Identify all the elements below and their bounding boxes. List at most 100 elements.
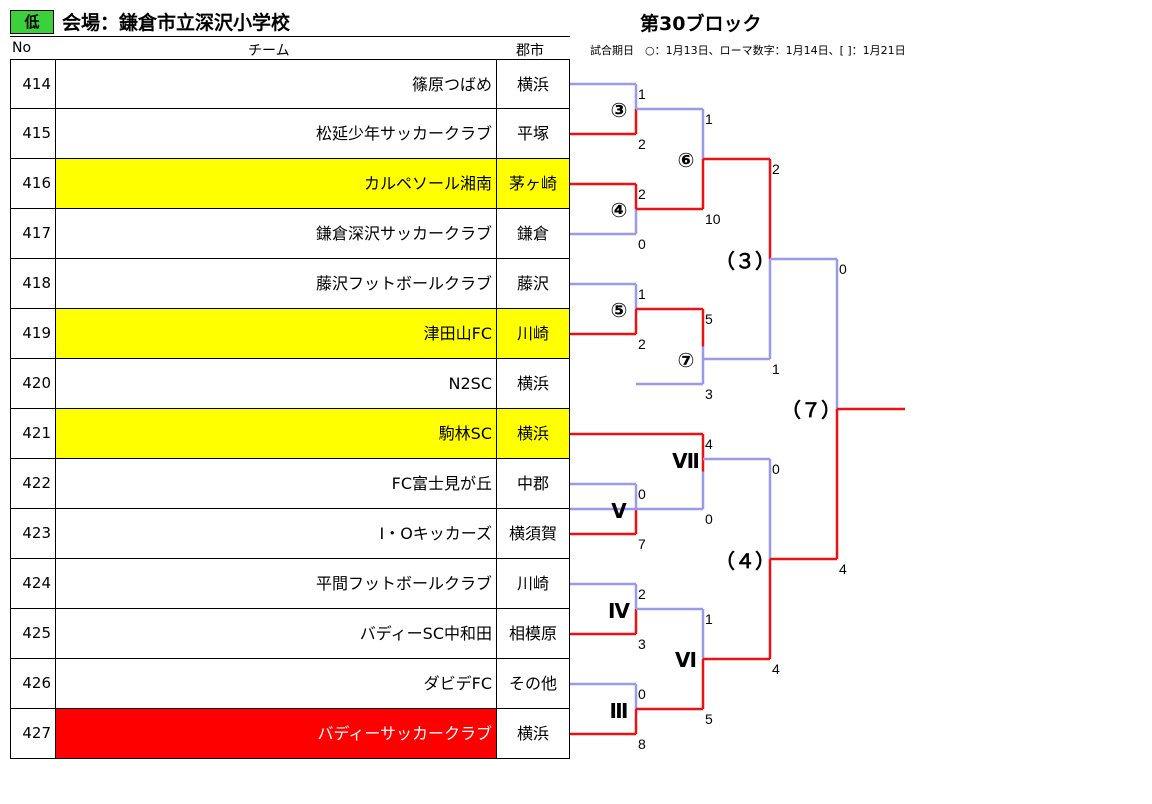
team-no: 414 <box>11 60 56 108</box>
score-bottom: 10 <box>705 211 721 227</box>
score-top: 0 <box>839 261 847 277</box>
match-label: ③ <box>611 98 628 122</box>
header-divider <box>10 36 570 37</box>
score-top: 2 <box>772 161 780 177</box>
match-label: ⑦ <box>678 348 695 372</box>
score-bottom: 7 <box>638 536 646 552</box>
score-bottom: 2 <box>638 336 646 352</box>
match-label: （３） <box>715 249 775 273</box>
team-name: 駒林SC <box>56 409 497 458</box>
score-bottom: 3 <box>705 386 713 402</box>
score-top: 2 <box>638 586 646 602</box>
score-top: 4 <box>705 436 713 452</box>
score-top: 0 <box>638 686 646 702</box>
venue-title: 会場：鎌倉市立深沢小学校 <box>62 12 291 34</box>
score-bottom: 4 <box>772 661 780 677</box>
match-label: Ⅳ <box>608 599 630 623</box>
score-bottom: 8 <box>638 736 646 752</box>
team-no: 422 <box>11 459 56 508</box>
team-name: 松延少年サッカークラブ <box>56 109 497 158</box>
score-top: 2 <box>638 186 646 202</box>
team-no: 425 <box>11 609 56 658</box>
team-name: 津田山FC <box>56 309 497 358</box>
team-city: 中郡 <box>516 474 549 493</box>
team-city: 横須賀 <box>508 524 557 543</box>
team-city: 平塚 <box>516 124 549 143</box>
score-bottom: 2 <box>638 136 646 152</box>
score-bottom: 3 <box>638 636 646 652</box>
match-label: ⑥ <box>678 148 695 172</box>
schedule-note: 試合期日 ○：1月13日、ローマ数字：1月14日、[ ]：1月21日 <box>590 44 906 57</box>
score-bottom: 4 <box>839 561 847 577</box>
team-name: I・Oキッカーズ <box>56 509 497 558</box>
column-header-no: No <box>12 40 32 56</box>
column-header-team: チーム <box>248 43 290 59</box>
match-label: （４） <box>715 549 775 573</box>
score-top: 0 <box>772 461 780 477</box>
team-city: 横浜 <box>516 75 549 94</box>
match-label: （７） <box>781 398 841 422</box>
match-label: ④ <box>611 198 628 222</box>
team-no: 417 <box>11 209 56 258</box>
team-city: 川崎 <box>497 309 569 358</box>
team-name: 篠原つばめ <box>56 60 497 108</box>
score-bottom: 0 <box>638 236 646 252</box>
block-title: 第30ブロック <box>640 13 762 35</box>
score-bottom: 5 <box>705 711 713 727</box>
team-city: その他 <box>508 674 557 693</box>
match-label: ⑤ <box>611 298 628 322</box>
team-no: 421 <box>11 409 56 458</box>
team-name: ダビデFC <box>56 659 497 708</box>
team-name: 鎌倉深沢サッカークラブ <box>56 209 497 258</box>
score-bottom: 1 <box>772 361 780 377</box>
match-label: Ⅴ <box>611 499 627 523</box>
team-no: 415 <box>11 109 56 158</box>
team-name: 藤沢フットボールクラブ <box>56 259 497 308</box>
team-name: FC富士見が丘 <box>56 459 497 508</box>
score-top: 1 <box>705 611 713 627</box>
team-name: バディーSC中和田 <box>56 609 497 658</box>
team-no: 426 <box>11 659 56 708</box>
team-city: 相模原 <box>508 624 557 643</box>
team-city: 鎌倉 <box>516 224 549 243</box>
team-name: カルペソール湘南 <box>56 159 497 208</box>
team-no: 416 <box>11 159 56 208</box>
team-no: 419 <box>11 309 56 358</box>
team-name: N2SC <box>56 359 497 408</box>
score-top: 1 <box>705 111 713 127</box>
team-city: 横浜 <box>516 724 549 743</box>
team-city: 横浜 <box>516 374 549 393</box>
match-label: Ⅶ <box>672 449 700 473</box>
score-top: 0 <box>638 486 646 502</box>
match-label: Ⅵ <box>675 648 697 672</box>
match-label: Ⅲ <box>610 699 629 723</box>
team-city: 茅ヶ崎 <box>497 159 569 208</box>
team-no: 424 <box>11 559 56 608</box>
team-city: 川崎 <box>516 574 549 593</box>
team-no: 418 <box>11 259 56 308</box>
team-city: 藤沢 <box>516 274 549 293</box>
team-name: バディーサッカークラブ <box>56 709 497 758</box>
score-top: 1 <box>638 86 646 102</box>
team-no: 423 <box>11 509 56 558</box>
score-bottom: 0 <box>705 511 713 527</box>
team-name: 平間フットボールクラブ <box>56 559 497 608</box>
team-city: 横浜 <box>497 409 569 458</box>
level-badge: 低 <box>10 10 54 34</box>
